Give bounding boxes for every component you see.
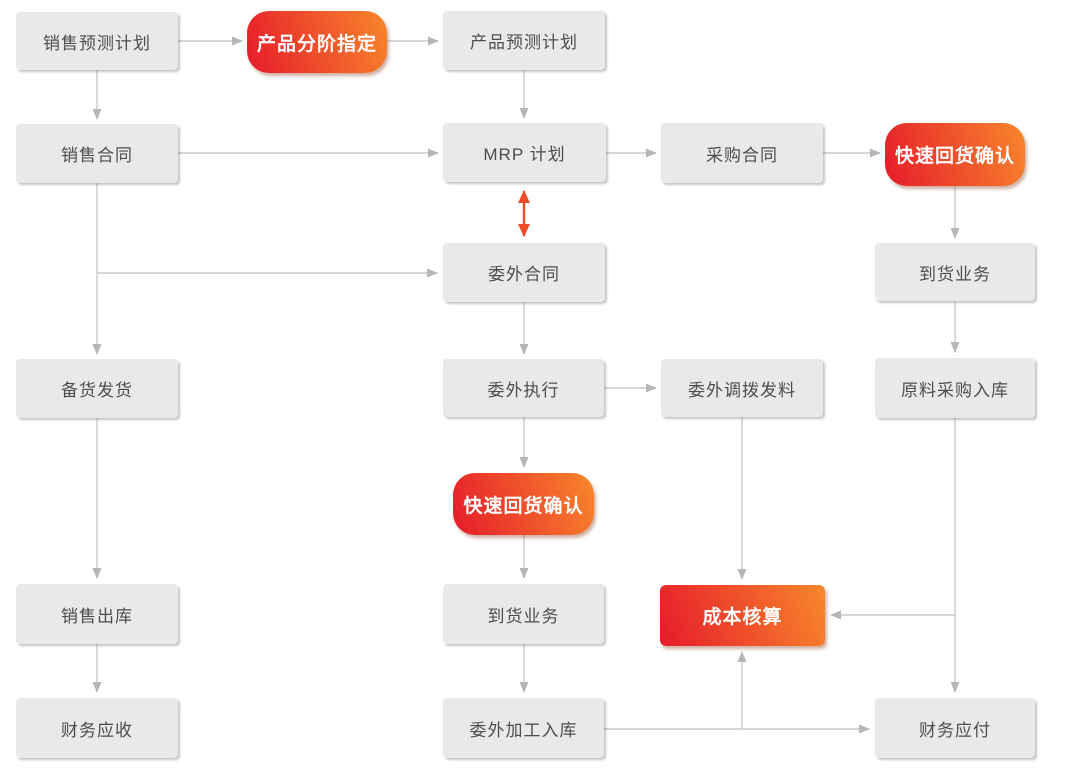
node-outsourcing-execution: 委外执行	[443, 359, 604, 417]
node-label: 财务应收	[61, 720, 133, 740]
node-finance-receivable: 财务应收	[16, 698, 178, 758]
node-arrival-business-outsourcing: 到货业务	[443, 584, 604, 644]
node-label: 委外执行	[487, 380, 560, 400]
node-sales-contract: 销售合同	[16, 124, 178, 183]
node-label: 销售出库	[61, 606, 133, 626]
node-stock-and-ship: 备货发货	[16, 359, 178, 418]
node-label: 委外调拨发料	[688, 380, 796, 400]
node-label: 快速回货确认	[463, 495, 584, 517]
node-label: 到货业务	[487, 606, 560, 626]
node-label: 快速回货确认	[894, 146, 1015, 167]
node-quick-receipt-confirm-outsourcing: 快速回货确认	[453, 473, 594, 535]
node-label: 委外加工入库	[469, 720, 578, 740]
node-label: 销售合同	[61, 146, 133, 165]
node-label: 成本核算	[702, 607, 783, 628]
node-product-forecast-plan: 产品预测计划	[443, 11, 605, 70]
node-finance-payable: 财务应付	[875, 698, 1035, 758]
node-outsourced-processing-inbound: 委外加工入库	[443, 698, 604, 758]
node-purchase-contract: 采购合同	[661, 123, 823, 183]
node-label: 原料采购入库	[901, 380, 1009, 400]
node-label: 财务应付	[919, 720, 991, 740]
node-label: 产品预测计划	[470, 33, 578, 52]
node-sales-forecast-plan: 销售预测计划	[16, 12, 178, 70]
node-label: 到货业务	[919, 264, 991, 284]
node-mrp-plan: MRP 计划	[443, 123, 606, 182]
node-outsourcing-contract: 委外合同	[443, 243, 605, 302]
node-quick-receipt-confirm-purchase: 快速回货确认	[885, 123, 1025, 186]
node-outsourcing-transfer-issue: 委外调拨发料	[661, 359, 823, 417]
node-arrival-business-purchase: 到货业务	[875, 243, 1035, 301]
node-label: 产品分阶指定	[256, 33, 377, 55]
node-label: 采购合同	[706, 145, 778, 165]
node-sales-outbound: 销售出库	[16, 584, 178, 644]
node-product-phase-assignment: 产品分阶指定	[247, 11, 387, 73]
node-cost-accounting: 成本核算	[660, 585, 825, 646]
node-raw-material-purchase-inbound: 原料采购入库	[875, 358, 1035, 418]
node-label: 备货发货	[61, 381, 133, 400]
node-label: 销售预测计划	[43, 33, 151, 53]
node-label: MRP 计划	[483, 145, 566, 164]
node-label: 委外合同	[488, 265, 560, 284]
